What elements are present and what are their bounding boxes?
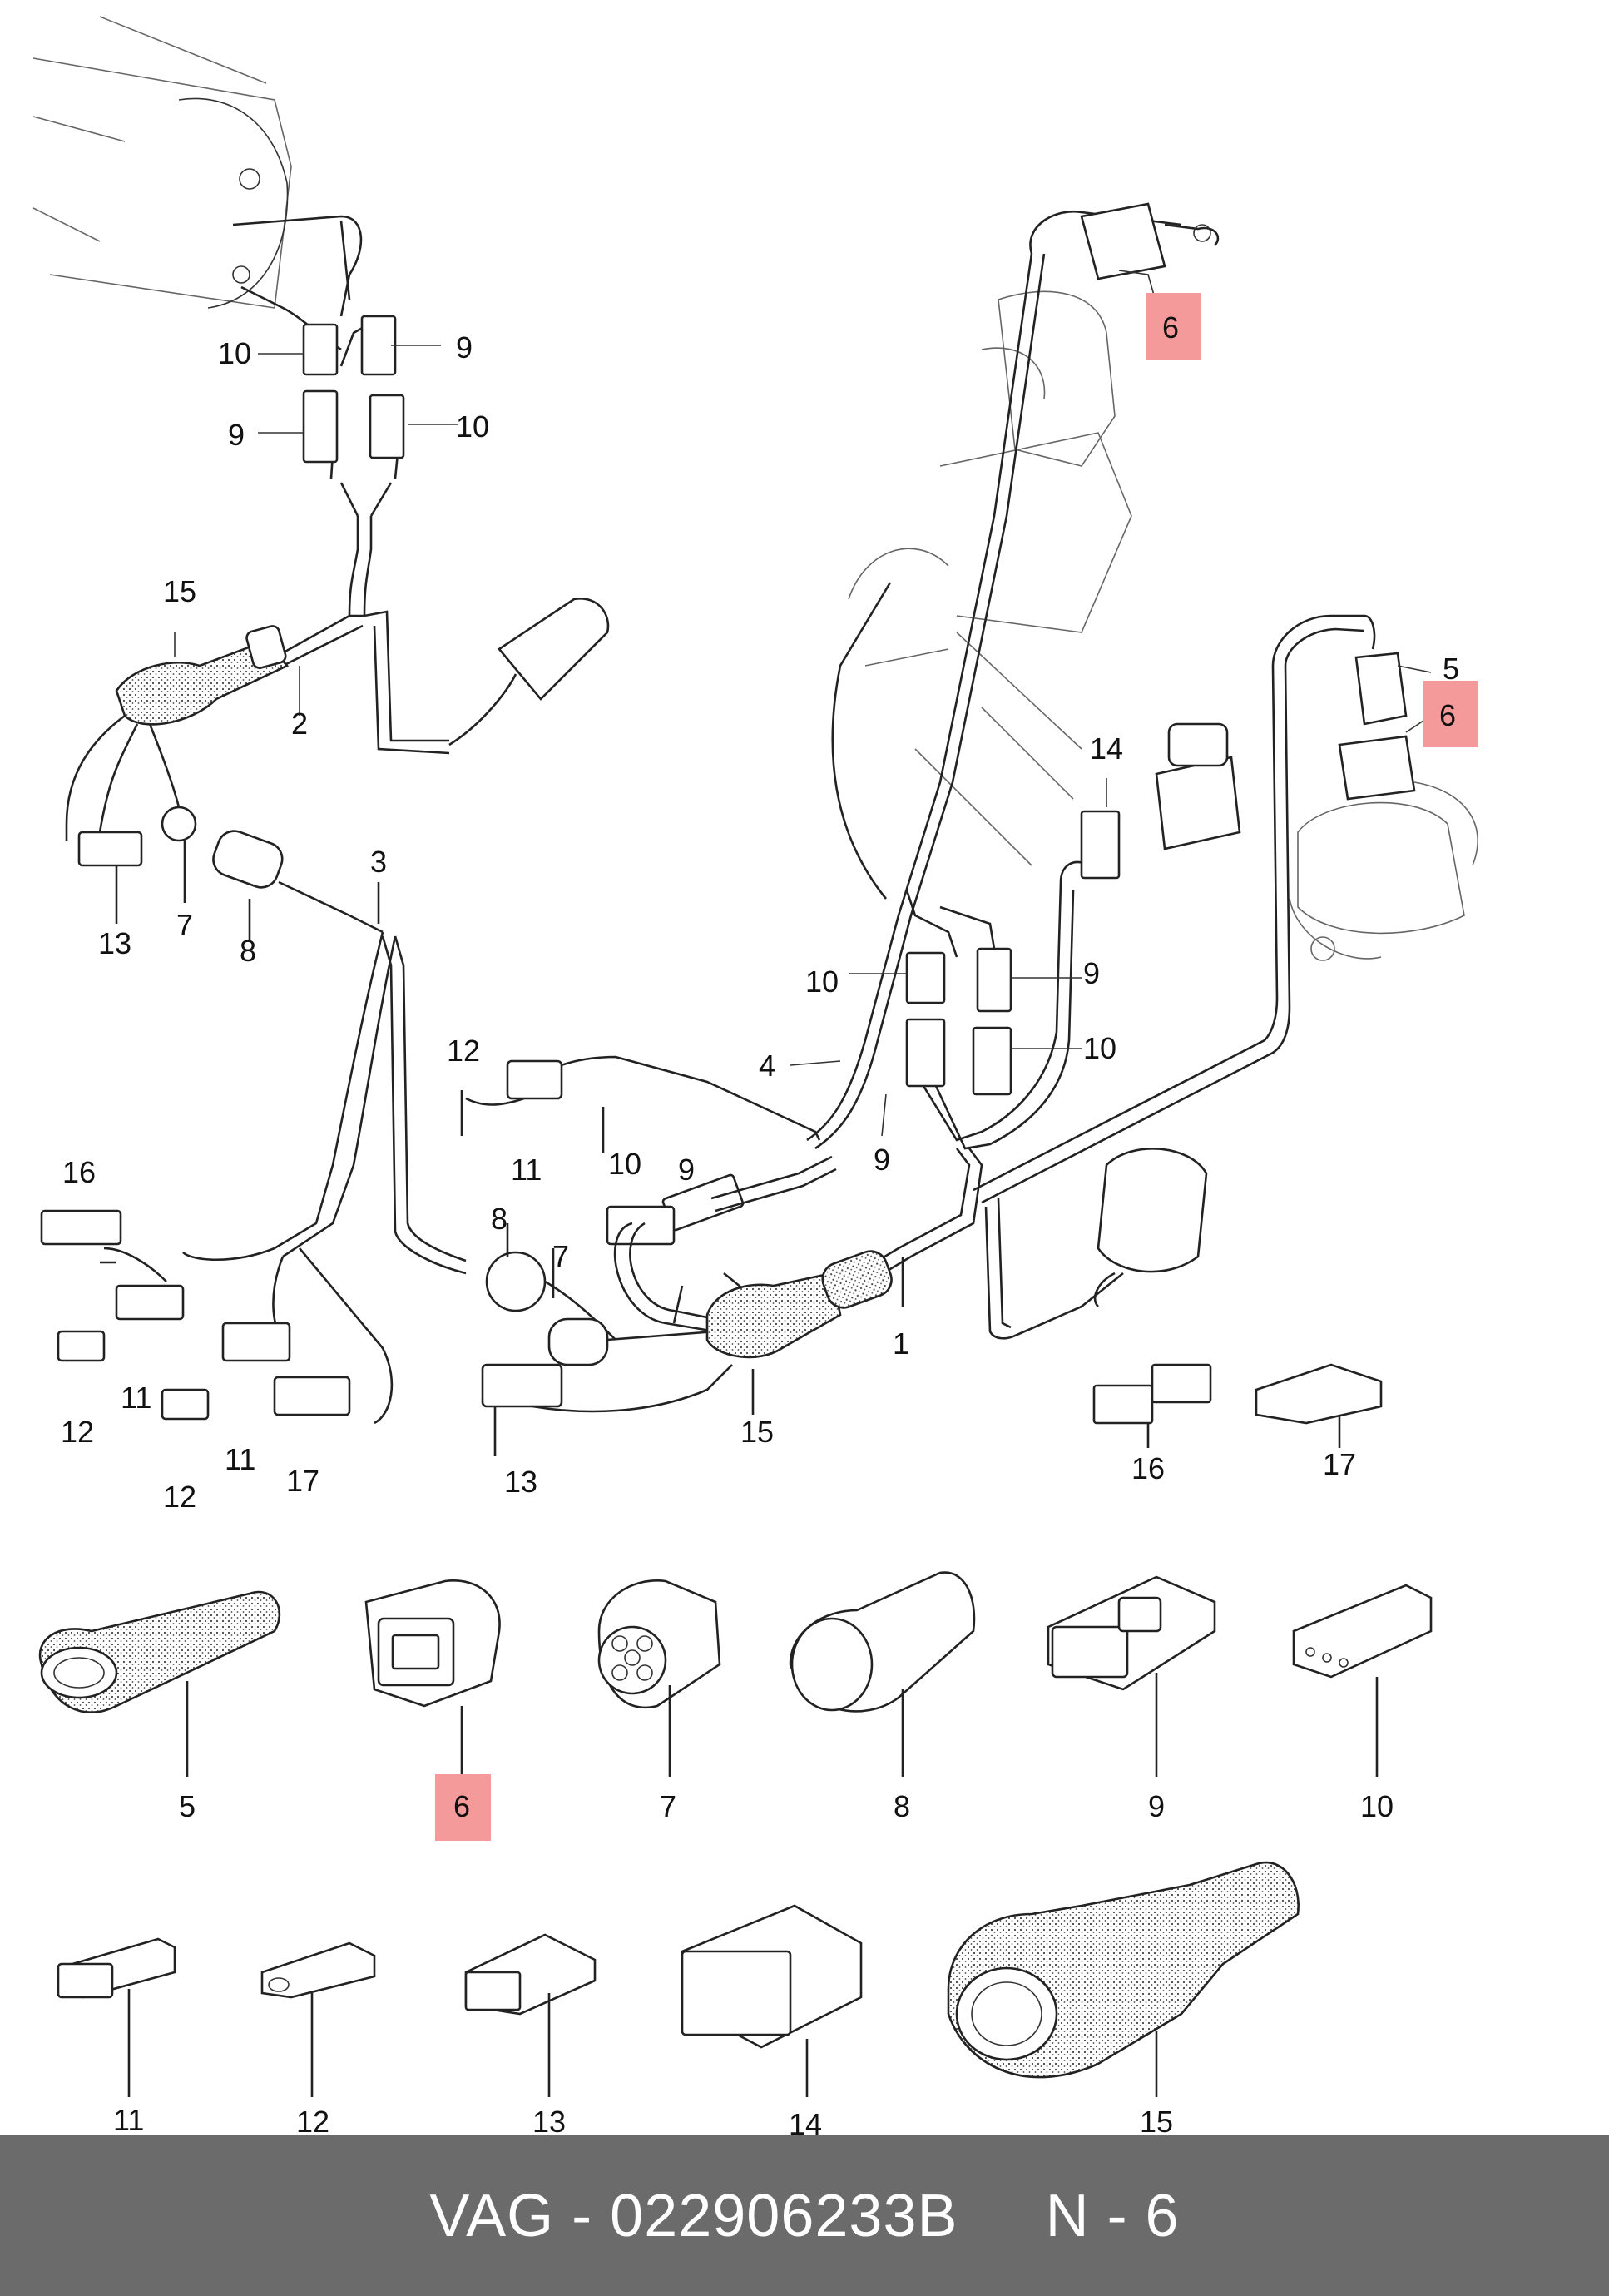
highlight-box-part6 [435, 1774, 491, 1841]
highlight-box-top [1146, 293, 1201, 360]
callout-10: 10 [1083, 1031, 1116, 1065]
callout-4: 4 [759, 1049, 775, 1083]
wiring-harness-diagram: 10 9 9 10 15 2 13 7 8 3 6 5 6 14 10 9 4 … [32, 16, 1478, 2135]
footer-brand: VAG [429, 2182, 555, 2249]
callout-15: 15 [163, 574, 196, 608]
callout-15: 15 [740, 1415, 774, 1449]
callout-labels: 10 9 9 10 15 2 13 7 8 3 6 5 6 14 10 9 4 … [61, 310, 1459, 2135]
part-11-connector [57, 1937, 176, 2097]
callout-13: 13 [504, 1465, 537, 1499]
callout-11: 11 [121, 1381, 151, 1415]
callout-12: 12 [447, 1034, 480, 1068]
callout-9: 9 [1083, 956, 1100, 990]
callout-9: 9 [678, 1153, 695, 1187]
part-label-11: 11 [113, 2103, 144, 2135]
callout-2: 2 [291, 707, 308, 741]
callout-6: 6 [1162, 310, 1179, 345]
callout-10: 10 [608, 1147, 641, 1181]
part-label-5: 5 [179, 1789, 196, 1823]
callout-6: 6 [1439, 698, 1456, 732]
callout-7: 7 [552, 1239, 569, 1273]
part-12-connector [260, 1941, 376, 2097]
harness-2 [240, 285, 610, 755]
part-6-connector [364, 1579, 501, 1777]
harness-1-and-4 [806, 202, 1416, 1340]
callout-10: 10 [218, 336, 251, 370]
callout-16: 16 [1131, 1451, 1165, 1485]
connector-pair-upper [232, 215, 405, 464]
callout-8: 8 [240, 934, 256, 968]
part-10-connector [1292, 1584, 1433, 1777]
callout-9: 9 [874, 1143, 890, 1177]
callout-17: 17 [286, 1464, 319, 1498]
part-9-connector [1047, 1575, 1216, 1777]
callout-5: 5 [1443, 652, 1459, 686]
gearbox-sketch [32, 16, 292, 309]
harness-3 [40, 830, 467, 1425]
boot-15-lower [705, 1250, 904, 1415]
callout-3: 3 [370, 845, 387, 879]
callout-8: 8 [491, 1202, 507, 1236]
part-8-plug [789, 1571, 976, 1777]
callout-1: 1 [893, 1327, 909, 1361]
part-label-7: 7 [660, 1789, 676, 1823]
part-15-boot [947, 1861, 1300, 2097]
callout-10: 10 [456, 409, 489, 444]
part-13-connector [464, 1933, 597, 2097]
highlight-box-right [1423, 681, 1478, 747]
part-label-6: 6 [453, 1789, 470, 1823]
footer-part-number: VAG - 022906233B N - 6 [429, 2182, 1179, 2250]
callout-9: 9 [456, 330, 473, 364]
callout-11: 11 [225, 1442, 255, 1476]
callout-7: 7 [176, 908, 193, 942]
footer-code: 022906233B [610, 2182, 958, 2249]
footer-bar: VAG - 022906233B N - 6 [0, 2135, 1609, 2296]
callout-10: 10 [805, 965, 839, 999]
sensor-housing-right-sketch [1289, 781, 1478, 961]
boot-15-upper [65, 625, 290, 924]
engine-block-sketch [848, 290, 1132, 866]
part-label-15: 15 [1140, 2105, 1173, 2135]
part-5-boot [38, 1590, 281, 1777]
callout-17: 17 [1323, 1447, 1356, 1481]
callout-12: 12 [61, 1415, 94, 1449]
part-7-round-connector [597, 1579, 721, 1777]
part-label-14: 14 [789, 2107, 822, 2135]
harness-lower-center [460, 1055, 837, 1456]
callout-9: 9 [228, 418, 245, 452]
callout-14: 14 [1090, 731, 1123, 766]
callout-11: 11 [511, 1153, 542, 1187]
part-14-connector [681, 1904, 863, 2097]
footer-position: N - 6 [1045, 2182, 1180, 2249]
leader-lines-upper [174, 270, 1432, 1137]
part-label-10: 10 [1360, 1789, 1394, 1823]
small-parts-16-17 [1092, 1363, 1383, 1448]
part-label-12: 12 [296, 2105, 329, 2135]
part-label-8: 8 [894, 1789, 910, 1823]
callout-13: 13 [98, 926, 131, 960]
part-label-9: 9 [1148, 1789, 1165, 1823]
footer-separator: - [572, 2182, 593, 2249]
callout-12: 12 [163, 1480, 196, 1514]
callout-16: 16 [62, 1155, 96, 1189]
part-label-13: 13 [532, 2105, 566, 2135]
